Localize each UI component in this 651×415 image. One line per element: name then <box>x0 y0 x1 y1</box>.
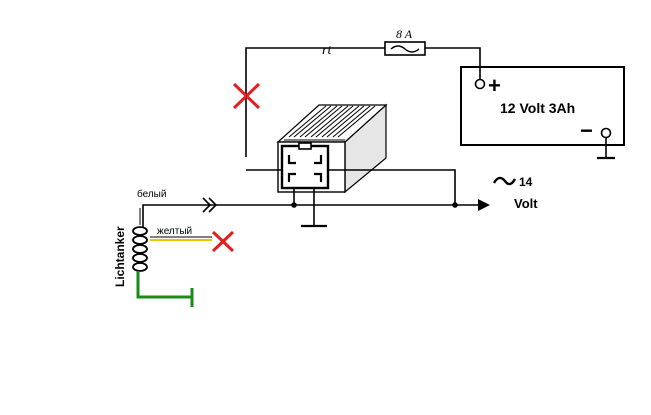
fuse: 8 A <box>384 27 426 56</box>
battery-positive-terminal <box>474 78 486 90</box>
junction-dot-1 <box>291 202 297 208</box>
battery-feed-wire: rt <box>245 43 481 157</box>
ac-symbol <box>492 176 517 186</box>
stator-label: Lichtanker <box>113 226 127 287</box>
regulator-wires <box>246 169 456 228</box>
battery-label: 12 Volt 3Ah <box>500 100 575 116</box>
battery-minus-sign: − <box>580 118 593 143</box>
battery-negative-terminal <box>600 127 612 139</box>
regulator-rectifier <box>276 103 388 194</box>
connector-chevron-1 <box>202 197 212 213</box>
yellow-wire-label: желтый <box>157 226 192 237</box>
output-voltage-value: 14 <box>519 175 533 189</box>
output-voltage-unit: Volt <box>514 196 538 211</box>
output-wire <box>150 197 490 213</box>
connector-notch <box>298 142 312 150</box>
battery: + 12 Volt 3Ah − <box>460 66 625 160</box>
regulator-fins <box>284 105 376 141</box>
white-wire <box>142 204 150 228</box>
fuse-label: 8 A <box>396 27 413 41</box>
battery-plus-sign: + <box>488 73 501 98</box>
fuse-element <box>390 45 420 53</box>
output-arrow <box>478 199 490 211</box>
disconnect-cross-top <box>232 82 261 110</box>
output-voltage-label: 14 Volt <box>492 175 538 211</box>
white-wire-label: белый <box>137 188 166 200</box>
connector-pins <box>287 155 323 182</box>
stator-coil <box>132 226 148 272</box>
connector-chevron-2 <box>208 197 218 213</box>
disconnect-cross-yellow <box>211 230 235 253</box>
wire-rt-label: rt <box>322 43 332 58</box>
stator: белый желтый Lichtanker <box>113 188 212 307</box>
stator-ground-wire <box>136 271 192 299</box>
junction-dot-2 <box>452 202 458 208</box>
battery-body <box>460 66 625 146</box>
